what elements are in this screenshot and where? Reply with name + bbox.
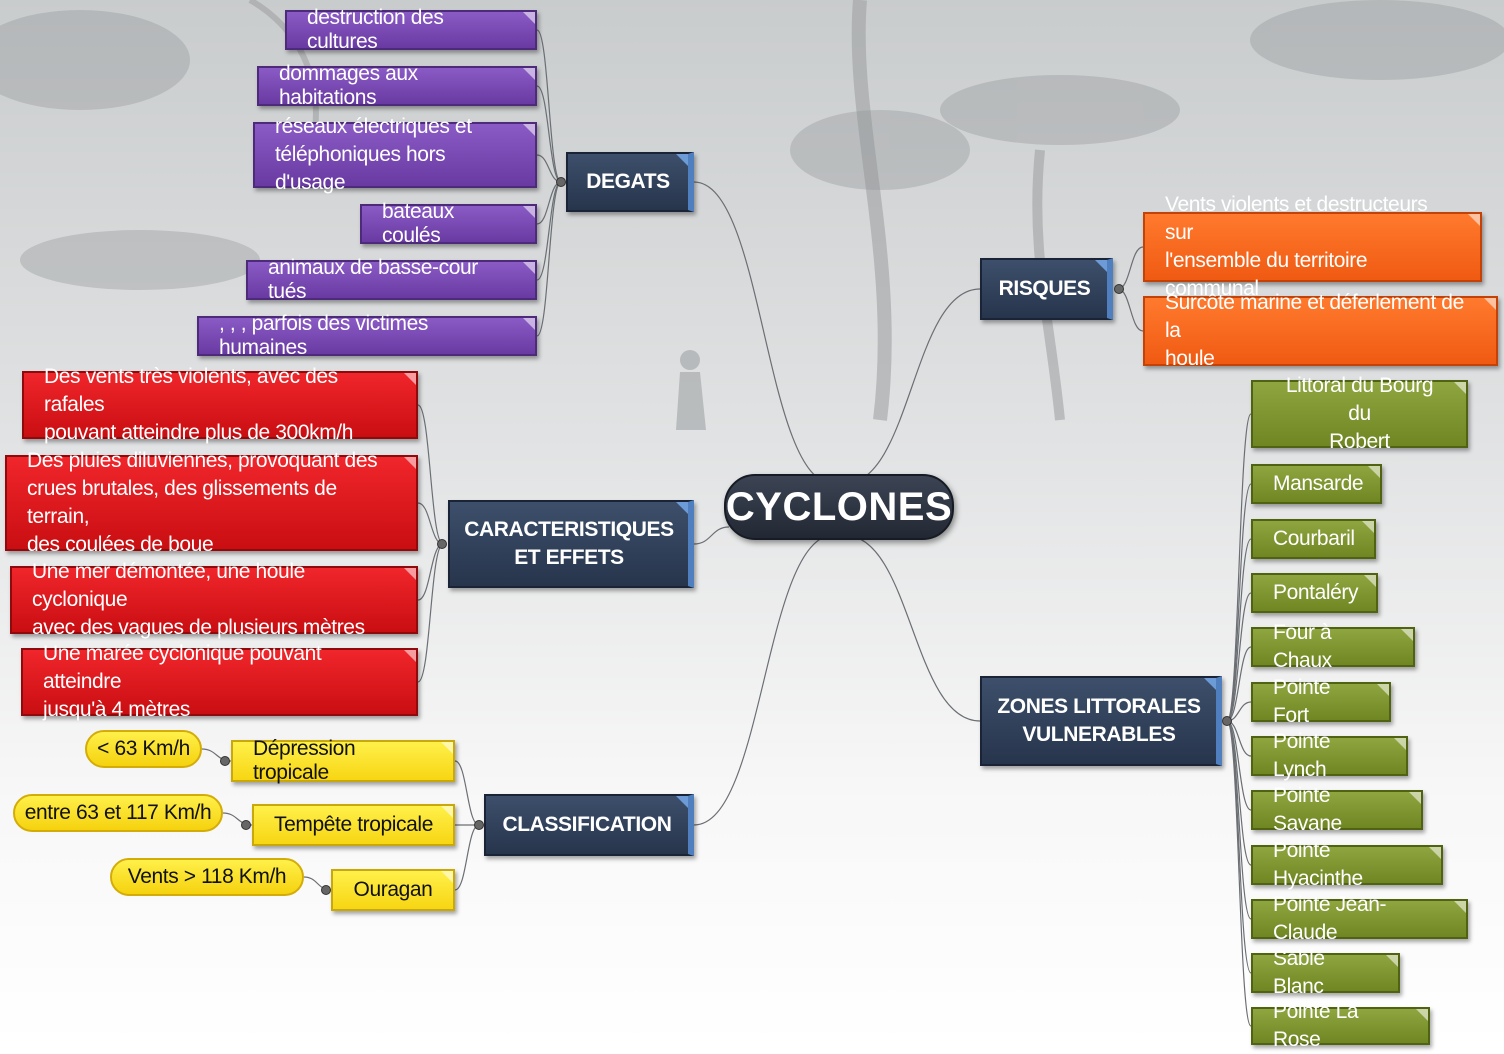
connector-line — [1226, 538, 1252, 722]
wind-speed-label: < 63 Km/h — [85, 730, 202, 768]
branch-zones-littorales[interactable]: ZONES LITTORALES VULNERABLES — [980, 676, 1222, 766]
zone-item[interactable]: Pointe Savane — [1251, 784, 1423, 835]
palm-fronds — [0, 0, 1504, 290]
caracteristique-item[interactable]: Des pluies diluviennes, provoquant des c… — [5, 449, 418, 556]
zone-item[interactable]: Pontaléry — [1251, 573, 1378, 613]
zone-item[interactable]: Four à Chaux — [1251, 621, 1415, 672]
connector-line — [1226, 720, 1252, 920]
wind-speed-label: entre 63 et 117 Km/h — [13, 794, 223, 832]
branch-caracteristiques[interactable]: CARACTERISTIQUES ET EFFETS — [448, 500, 694, 588]
degats-item[interactable]: bateaux coulés — [360, 200, 537, 247]
risque-item[interactable]: Vents violents et destructeurs sur l'ens… — [1143, 193, 1482, 300]
connector-line — [843, 534, 981, 722]
zone-item[interactable]: Pointe Hyacinthe — [1251, 839, 1443, 890]
connector-line — [693, 534, 835, 826]
wind-speed-label: Vents > 118 Km/h — [110, 858, 304, 896]
connector-line — [1117, 246, 1144, 290]
degats-item[interactable]: dommages aux habitations — [257, 62, 537, 109]
central-topic-cyclones[interactable]: CYCLONES — [724, 474, 954, 540]
zone-item[interactable]: Pointe La Rose — [1251, 1000, 1430, 1051]
connector-line — [454, 824, 480, 891]
connector-line — [1117, 288, 1144, 332]
branch-classification[interactable]: CLASSIFICATION — [484, 794, 694, 856]
collapse-toggle[interactable] — [241, 820, 251, 830]
person-silhouette — [676, 350, 706, 430]
connector-line — [536, 181, 562, 337]
connector-line — [536, 29, 562, 183]
caracteristique-item[interactable]: Une mer démontée, une houle cyclonique a… — [10, 560, 418, 639]
caracteristique-item[interactable]: Des vents très violents, avec des rafale… — [22, 365, 418, 444]
connector-line — [693, 181, 835, 485]
connector-line — [1226, 720, 1252, 1027]
collapse-toggle[interactable] — [556, 177, 566, 187]
collapse-toggle[interactable] — [1114, 284, 1124, 294]
zone-item[interactable]: Littoral du Bourg du Robert — [1251, 374, 1468, 453]
risque-item[interactable]: Surcôte marine et déferlement de la houl… — [1143, 291, 1498, 370]
classification-item[interactable]: Dépression tropicale — [231, 737, 455, 784]
connector-line — [417, 543, 444, 601]
degats-item[interactable]: , , , parfois des victimes humaines — [197, 312, 537, 359]
zone-item[interactable]: Pointe Lynch — [1251, 730, 1408, 781]
classification-item[interactable]: Tempête tropicale — [252, 804, 455, 846]
connector-line — [1226, 483, 1252, 722]
connector-line — [417, 404, 444, 545]
zone-item[interactable]: Sable Blanc — [1251, 947, 1400, 998]
collapse-toggle[interactable] — [474, 820, 484, 830]
collapse-toggle[interactable] — [220, 756, 230, 766]
connector-line — [454, 760, 480, 826]
collapse-toggle[interactable] — [321, 885, 331, 895]
connector-line — [1226, 413, 1252, 722]
connector-line — [693, 526, 730, 545]
zone-item[interactable]: Mansarde — [1251, 464, 1382, 504]
degats-item[interactable]: animaux de basse-cour tués — [246, 256, 537, 303]
connector-line — [843, 288, 981, 485]
collapse-toggle[interactable] — [437, 539, 447, 549]
degats-item[interactable]: réseaux électriques et téléphoniques hor… — [253, 115, 537, 194]
branch-degats[interactable]: DEGATS — [566, 152, 694, 212]
classification-item[interactable]: Ouragan — [331, 869, 455, 911]
zone-item[interactable]: Courbaril — [1251, 519, 1376, 559]
zone-item[interactable]: Pointe Jean-Claude — [1251, 893, 1468, 944]
caracteristique-item[interactable]: Une marée cyclonique pouvant atteindre j… — [21, 642, 418, 721]
branch-risques[interactable]: RISQUES — [980, 258, 1113, 320]
connector-line — [1226, 720, 1252, 974]
connector-line — [417, 543, 444, 683]
collapse-toggle[interactable] — [1222, 716, 1232, 726]
zone-item[interactable]: Pointe Fort — [1251, 676, 1391, 727]
degats-item[interactable]: destruction des cultures — [285, 6, 537, 53]
connector-line — [1226, 592, 1252, 722]
